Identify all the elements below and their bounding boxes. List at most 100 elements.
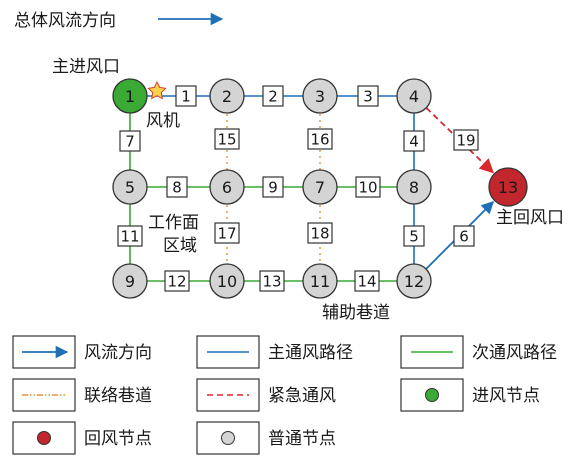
legend-swatch-normal-node: [221, 431, 235, 445]
edge-label-text: 19: [456, 132, 475, 150]
node-3: 3: [302, 78, 338, 114]
edge-label-text: 9: [268, 179, 278, 197]
edge-label-box: [259, 270, 285, 292]
edge-label-16: 16: [307, 128, 333, 150]
edge-label-box: [262, 85, 284, 107]
edge-label-box: [453, 129, 479, 151]
node-circle: [396, 78, 432, 114]
edge-label-box: [403, 130, 425, 152]
fan-label: 风机: [146, 111, 180, 131]
edge-label-box: [355, 176, 381, 198]
edge-label-box: [403, 225, 425, 247]
node-circle: [209, 263, 245, 299]
edge-label-text: 12: [167, 273, 186, 291]
node-circle: [302, 169, 338, 205]
edge-label-box: [214, 222, 240, 244]
node-11: 11: [302, 263, 338, 299]
node-number: 9: [125, 272, 135, 291]
edge-19: [425, 107, 494, 174]
intake-label: 主进风口: [52, 57, 120, 77]
node-circle: [112, 169, 148, 205]
edge-label-text: 6: [459, 228, 469, 246]
edge-label-19: 19: [453, 129, 479, 151]
node-circle: [396, 263, 432, 299]
edge-label-6: 6: [453, 225, 475, 247]
legend-label-flow: 风流方向: [84, 343, 152, 363]
edge-label-text: 18: [310, 225, 329, 243]
node-circle: [112, 78, 148, 114]
edge-label-18: 18: [307, 222, 333, 244]
edge-label-2: 2: [262, 85, 284, 107]
edge-label-5: 5: [403, 225, 425, 247]
edge-label-text: 17: [217, 225, 236, 243]
edge-label-text: 3: [363, 88, 373, 106]
legend-label-normal-node: 普通节点: [268, 429, 336, 449]
legend: 风流方向 主通风路径 次通风路径 联络巷道 紧急通风 进风节点 回风节点 普通节…: [12, 335, 557, 455]
node-number: 2: [222, 87, 232, 106]
edge-label-9: 9: [262, 176, 284, 198]
edge-label-box: [119, 130, 141, 152]
edge-label-box: [175, 85, 197, 107]
node-2: 2: [209, 78, 245, 114]
edge-label-17: 17: [214, 222, 240, 244]
edge-label-7: 7: [119, 130, 141, 152]
legend-label-main: 主通风路径: [268, 343, 353, 363]
node-number: 11: [310, 272, 330, 291]
edge-label-box: [214, 128, 240, 150]
edge-label-text: 14: [357, 273, 376, 291]
work-area-label-line2: 区域: [163, 236, 197, 256]
edge-label-text: 5: [409, 228, 419, 246]
node-13: 13: [488, 167, 528, 207]
node-circle: [302, 263, 338, 299]
node-12: 12: [396, 263, 432, 299]
node-circle: [112, 263, 148, 299]
node-number: 6: [222, 178, 232, 197]
node-number: 12: [404, 272, 424, 291]
edge-label-box: [453, 225, 475, 247]
edge-label-13: 13: [259, 270, 285, 292]
node-number: 7: [315, 178, 325, 197]
edge-label-text: 11: [120, 228, 139, 246]
fan-star-icon: [147, 80, 167, 100]
edge-label-box: [357, 85, 379, 107]
edge-label-box: [262, 176, 284, 198]
return-label: 主回风口: [496, 208, 564, 228]
edge-label-10: 10: [355, 176, 381, 198]
node-circle: [396, 169, 432, 205]
edge-label-text: 1: [181, 88, 191, 106]
node-1: 1: [112, 78, 148, 114]
work-area-label-line1: 工作面: [148, 213, 199, 233]
edge-label-box: [117, 225, 143, 247]
edge-label-text: 2: [268, 88, 278, 106]
edge-label-box: [307, 222, 333, 244]
node-5: 5: [112, 169, 148, 205]
edge-label-text: 8: [172, 179, 182, 197]
edge-label-14: 14: [354, 270, 380, 292]
node-circle: [302, 78, 338, 114]
edge-label-1: 1: [175, 85, 197, 107]
node-circle: [488, 167, 528, 207]
node-number: 1: [125, 87, 135, 106]
node-7: 7: [302, 169, 338, 205]
node-circle: [209, 78, 245, 114]
node-circle: [209, 169, 245, 205]
node-number: 5: [125, 178, 135, 197]
edge-label-box: [354, 270, 380, 292]
edge-label-text: 15: [217, 131, 236, 149]
node-number: 13: [498, 178, 518, 197]
node-10: 10: [209, 263, 245, 299]
edge-label-text: 4: [409, 133, 419, 151]
node-number: 8: [409, 178, 419, 197]
edge-label-box: [164, 270, 190, 292]
edge-label-8: 8: [166, 176, 188, 198]
node-number: 4: [409, 87, 419, 106]
legend-label-return-node: 回风节点: [84, 429, 152, 449]
edge-label-text: 7: [125, 133, 135, 151]
node-6: 6: [209, 169, 245, 205]
edge-label-3: 3: [357, 85, 379, 107]
aux-roadway-label: 辅助巷道: [322, 303, 390, 323]
edge-label-text: 10: [358, 179, 377, 197]
